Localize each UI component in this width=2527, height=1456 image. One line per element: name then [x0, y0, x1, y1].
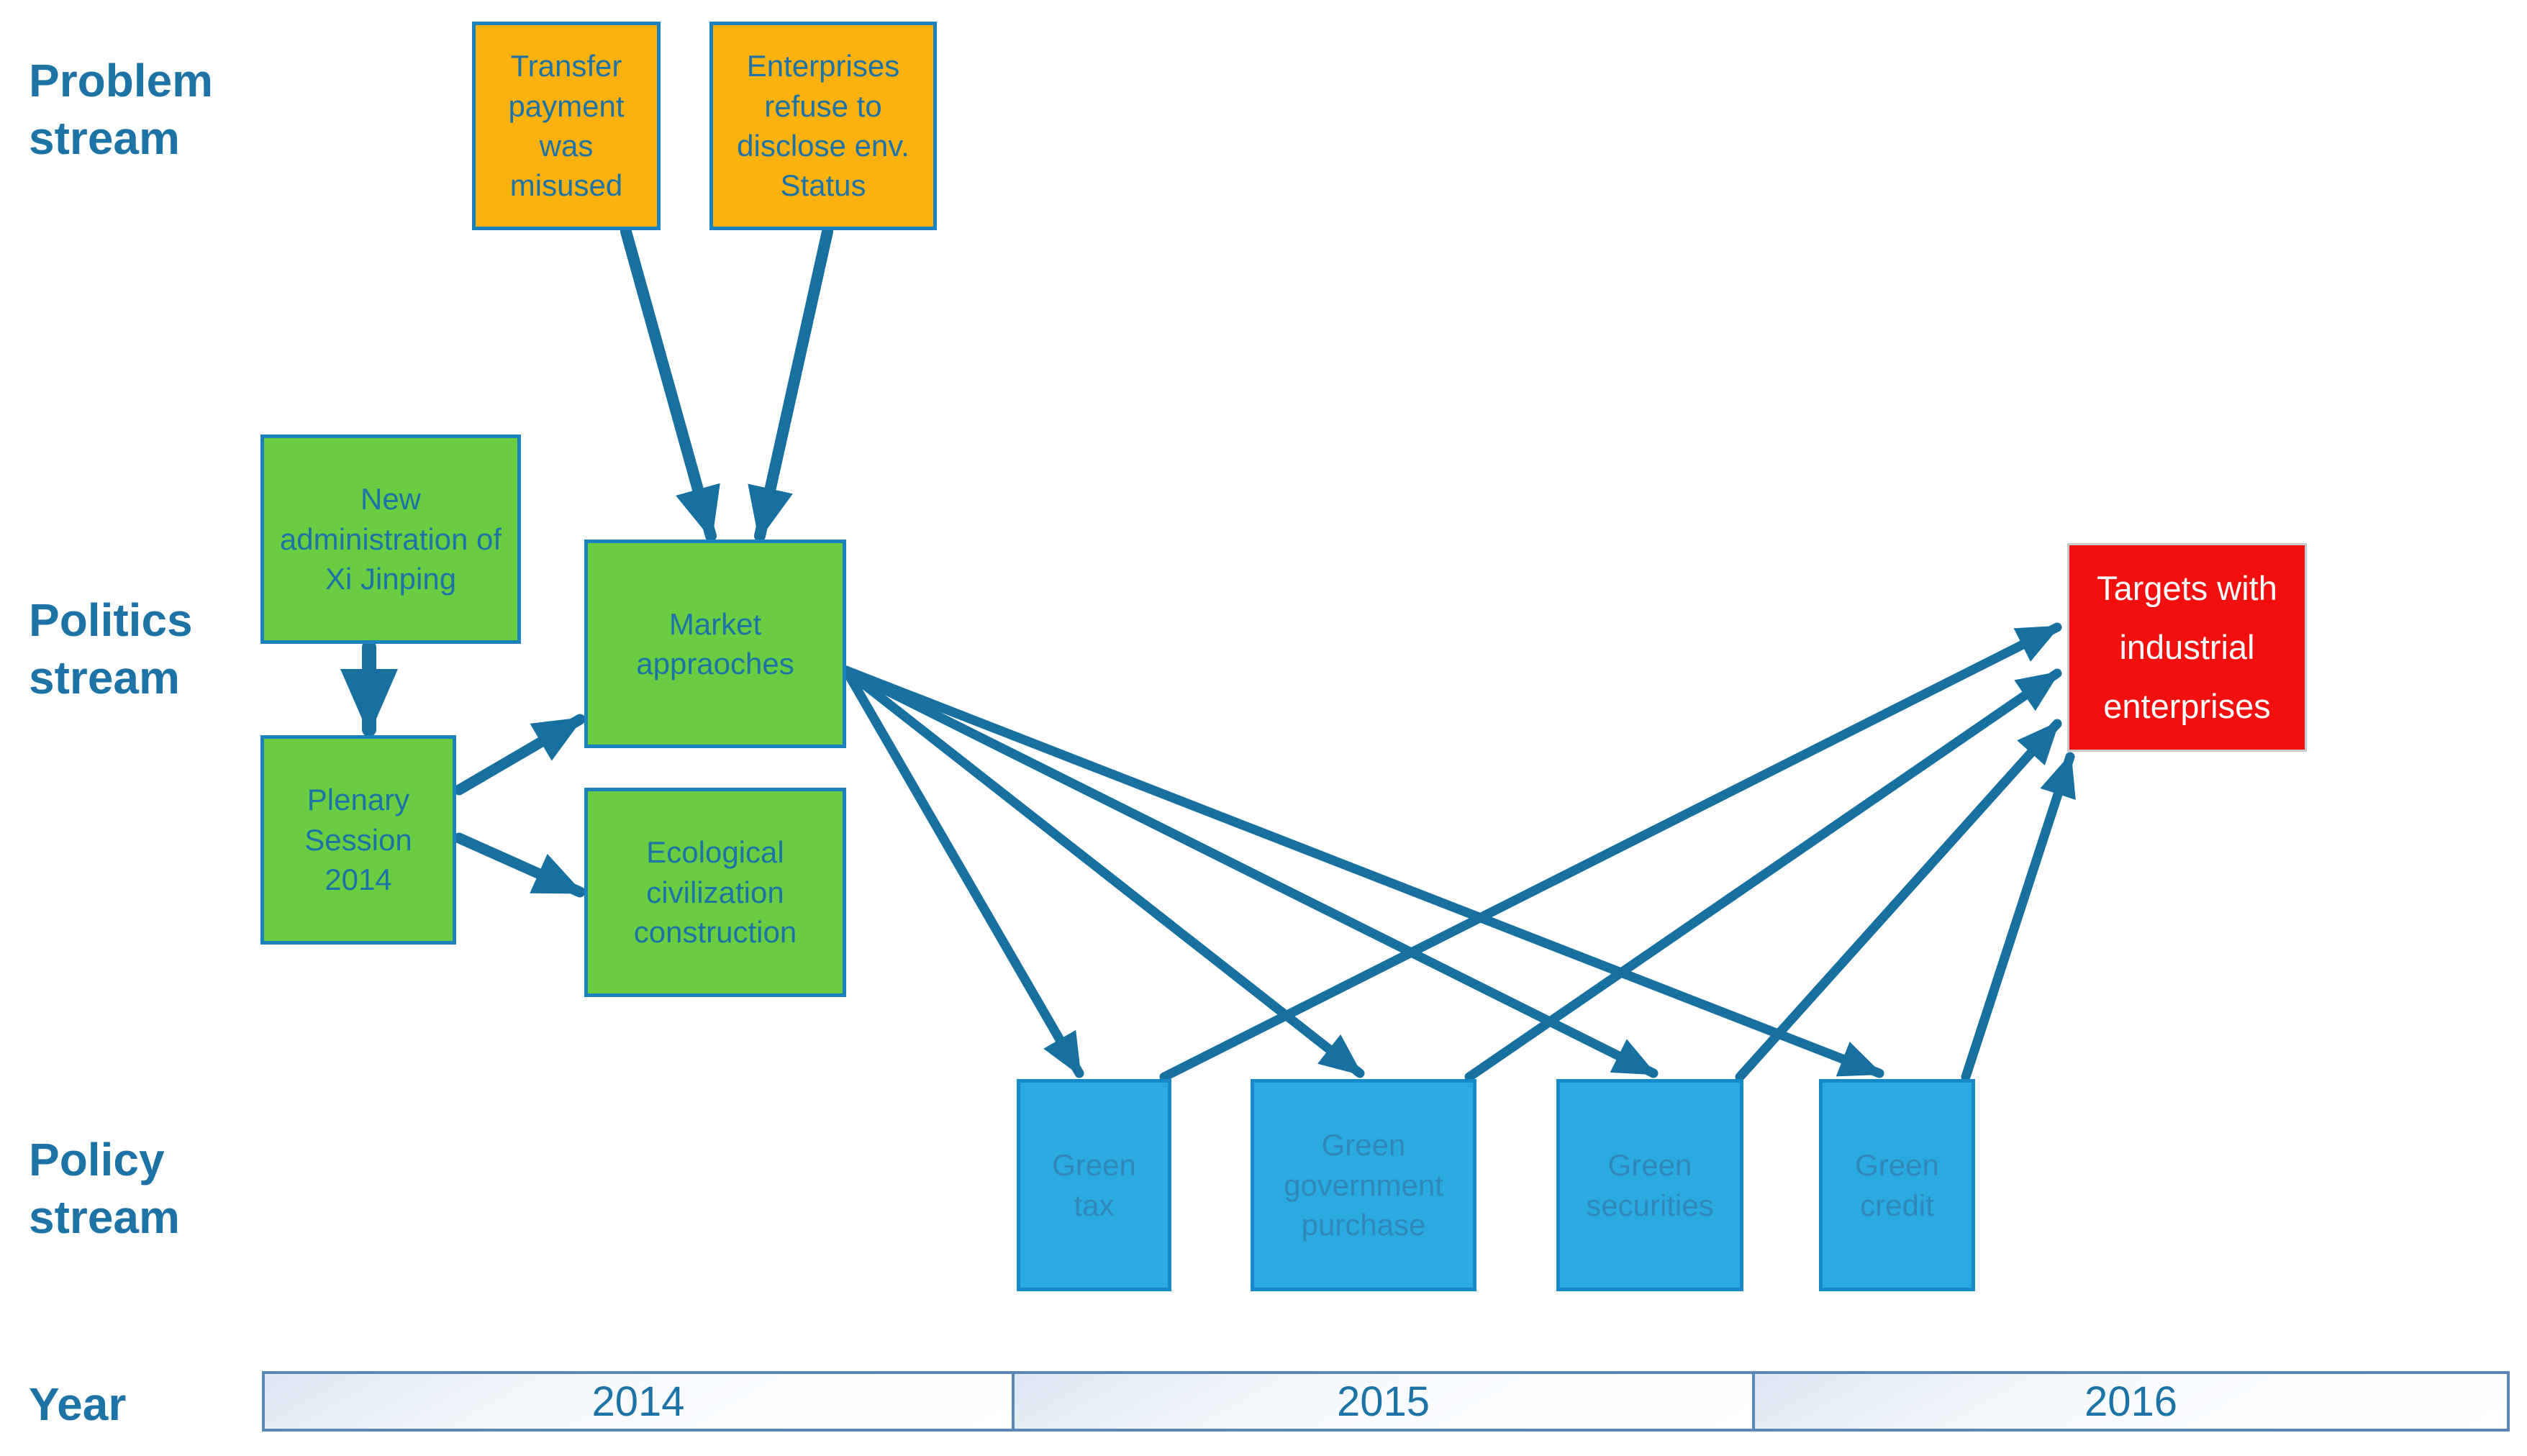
arrow-plenary-to-market [453, 714, 586, 796]
box-market-approaches: Market appraoches [584, 540, 846, 748]
box-green-securities-label: Green securities [1586, 1148, 1714, 1222]
year-timeline-bar: 2014 2015 2016 [262, 1371, 2510, 1432]
box-green-government-purchase-label: Green government purchase [1284, 1128, 1443, 1242]
arrow-market-to-green-credit [841, 665, 1884, 1078]
arrow-plenary-to-ecological [453, 832, 586, 898]
year-cell-2016: 2016 [1754, 1371, 2510, 1432]
arrow-green-tax-to-targets [1159, 622, 2062, 1082]
box-ecological-civilization-label: Ecological civilization construction [633, 835, 797, 950]
arrow-market-to-green-securities [841, 665, 1659, 1078]
box-new-administration-label: New administration of Xi Jinping [279, 482, 502, 596]
box-green-tax-label: Green tax [1052, 1148, 1136, 1222]
box-targets-industrial-enterprises: Targets with industrial enterprises [2067, 543, 2307, 752]
box-market-approaches-label: Market appraoches [636, 606, 794, 681]
arrow-enterprises-to-market [748, 226, 833, 542]
problem-stream-label: Problem stream [29, 55, 214, 164]
year-cell-2014: 2014 [262, 1371, 1013, 1432]
year-cell-2015: 2015 [1013, 1371, 1754, 1432]
box-plenary-session-label: Plenary Session 2014 [304, 783, 412, 897]
box-green-credit: Green credit [1819, 1079, 1975, 1291]
box-plenary-session: Plenary Session 2014 [260, 735, 456, 945]
arrow-green-gov-to-targets [1464, 668, 2062, 1082]
box-targets-industrial-enterprises-label: Targets with industrial enterprises [2097, 568, 2277, 726]
box-green-government-purchase: Green government purchase [1251, 1079, 1476, 1291]
arrow-market-to-green-gov [841, 665, 1365, 1078]
box-green-credit-label: Green credit [1855, 1148, 1939, 1222]
box-transfer-payment: Transfer payment was misused [472, 22, 661, 230]
box-new-administration: New administration of Xi Jinping [260, 434, 521, 644]
politics-stream-label: Politics stream [29, 594, 193, 704]
arrow-green-securities-to-targets [1735, 719, 2062, 1082]
arrow-market-to-green-tax [841, 665, 1084, 1078]
year-label: Year [29, 1378, 127, 1430]
arrow-green-credit-to-targets [1961, 752, 2076, 1082]
box-green-securities: Green securities [1556, 1079, 1743, 1291]
box-enterprises-disclose-label: Enterprises refuse to disclose env. Stat… [737, 49, 909, 203]
box-transfer-payment-label: Transfer payment was misused [508, 49, 625, 203]
policy-stream-label: Policy stream [29, 1134, 180, 1243]
box-green-tax: Green tax [1017, 1079, 1171, 1291]
box-enterprises-disclose: Enterprises refuse to disclose env. Stat… [709, 22, 937, 230]
arrow-transfer-payment-to-market [620, 226, 720, 542]
box-ecological-civilization: Ecological civilization construction [584, 788, 846, 997]
